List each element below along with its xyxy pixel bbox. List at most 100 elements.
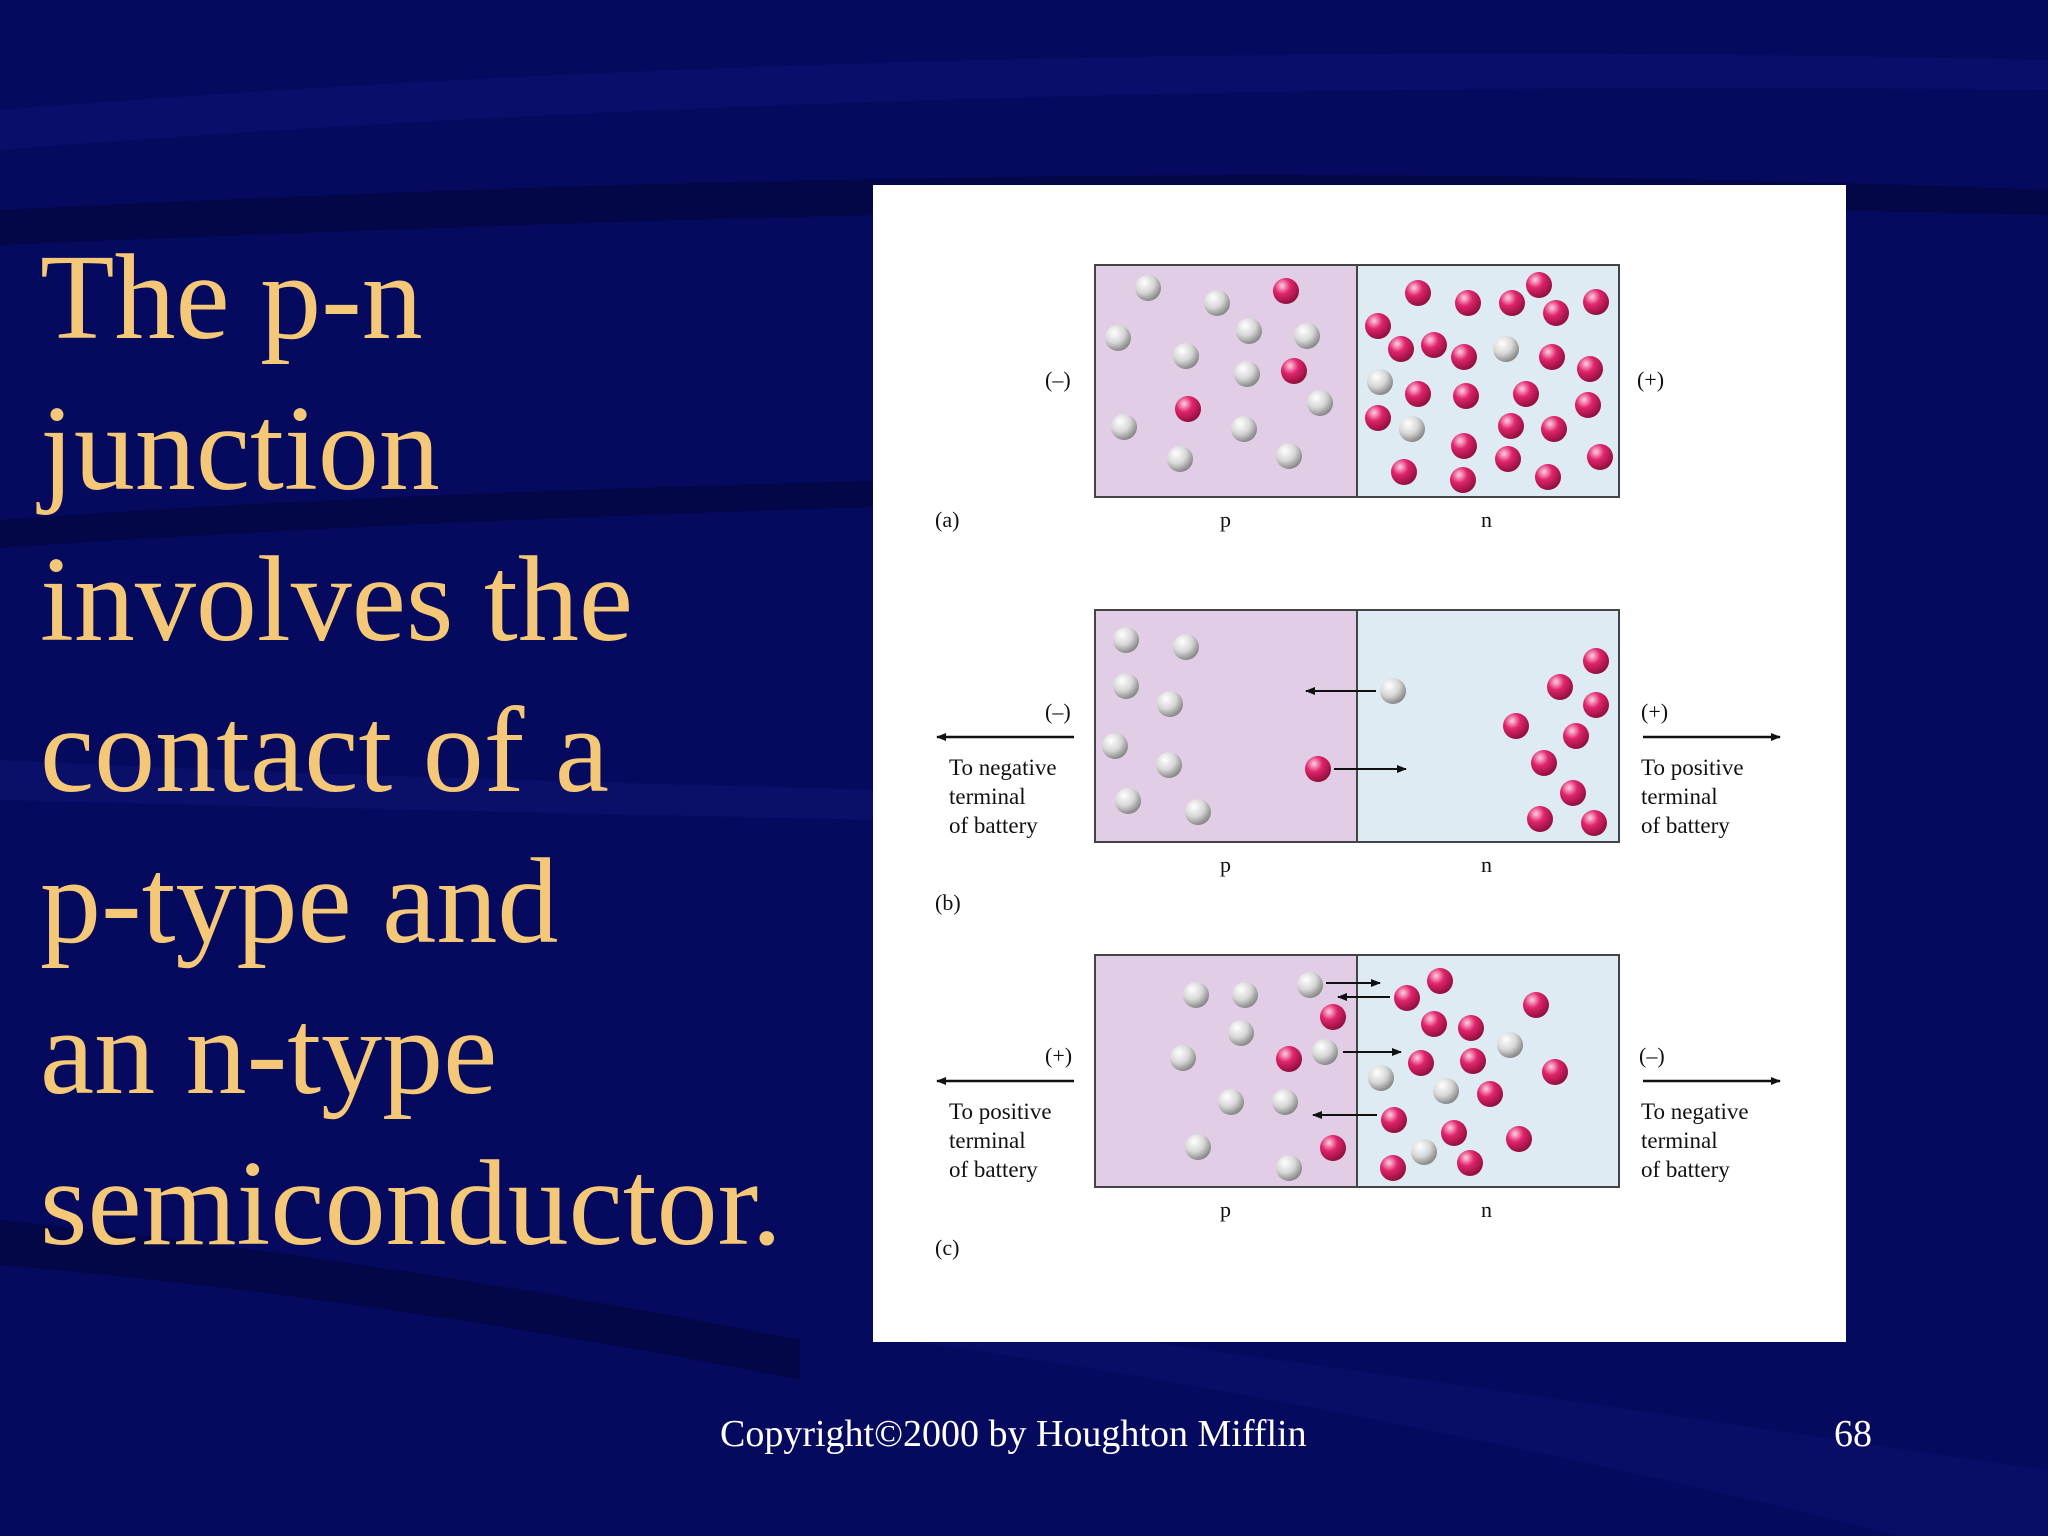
electron: [1541, 416, 1567, 442]
hole: [1218, 1089, 1244, 1115]
hole: [1156, 752, 1182, 778]
electron: [1394, 985, 1420, 1011]
hole: [1113, 627, 1139, 653]
n-region: [1357, 955, 1619, 1187]
electron: [1453, 383, 1479, 409]
p-label: p: [1220, 852, 1231, 877]
hole: [1185, 1134, 1211, 1160]
hole: [1115, 788, 1141, 814]
electron: [1457, 1150, 1483, 1176]
headline-line: p-type and: [40, 834, 559, 969]
electron: [1421, 332, 1447, 358]
electron: [1455, 290, 1481, 316]
headline-line: an n-type: [40, 985, 498, 1120]
electron: [1547, 674, 1573, 700]
electron: [1542, 1059, 1568, 1085]
headline-line: semiconductor.: [40, 1136, 783, 1271]
electron: [1583, 692, 1609, 718]
left-sign: (+): [1045, 1043, 1072, 1068]
panel-c: (+) (–) To positive terminal of battery …: [935, 954, 1781, 1260]
electron: [1458, 1015, 1484, 1041]
particles-b: [1102, 627, 1609, 836]
electron: [1276, 1046, 1302, 1072]
hole: [1170, 1045, 1196, 1071]
electron: [1388, 336, 1414, 362]
particles-c: [1170, 968, 1568, 1181]
hole: [1185, 799, 1211, 825]
electron: [1560, 780, 1586, 806]
hole: [1294, 323, 1320, 349]
electron: [1451, 344, 1477, 370]
electron: [1320, 1135, 1346, 1161]
electron: [1365, 313, 1391, 339]
electron: [1499, 290, 1525, 316]
n-label: n: [1481, 507, 1492, 532]
hole: [1276, 1155, 1302, 1181]
hole: [1157, 691, 1183, 717]
hole: [1307, 390, 1333, 416]
right-caption-line: terminal: [1641, 1128, 1718, 1153]
electron: [1320, 1004, 1346, 1030]
right-caption-line: of battery: [1641, 1157, 1730, 1182]
hole: [1236, 318, 1262, 344]
electron: [1175, 396, 1201, 422]
electron: [1391, 459, 1417, 485]
hole: [1232, 982, 1258, 1008]
electron: [1527, 806, 1553, 832]
electron: [1535, 464, 1561, 490]
left-caption-line: terminal: [949, 784, 1026, 809]
electron: [1513, 381, 1539, 407]
right-sign: (–): [1639, 1043, 1665, 1068]
electron: [1405, 381, 1431, 407]
electron: [1498, 413, 1524, 439]
panel-a: (–) (+) (a) p n: [935, 264, 1664, 532]
electron: [1427, 968, 1453, 994]
right-caption-line: terminal: [1641, 784, 1718, 809]
panel-label: (a): [935, 507, 959, 532]
hole: [1234, 361, 1260, 387]
hole: [1113, 673, 1139, 699]
electron: [1441, 1120, 1467, 1146]
electron: [1381, 1107, 1407, 1133]
electron: [1581, 810, 1607, 836]
electron: [1539, 344, 1565, 370]
hole: [1167, 446, 1193, 472]
electron: [1531, 750, 1557, 776]
hole: [1276, 443, 1302, 469]
hole: [1173, 634, 1199, 660]
electron: [1563, 723, 1589, 749]
pn-junction-diagram: (–) (+) (a) p n: [935, 264, 1781, 1260]
hole: [1231, 416, 1257, 442]
p-label: p: [1220, 507, 1231, 532]
electron: [1460, 1048, 1486, 1074]
hole: [1173, 343, 1199, 369]
left-caption-line: To negative: [949, 755, 1057, 780]
electron: [1477, 1081, 1503, 1107]
electron: [1526, 272, 1552, 298]
n-label: n: [1481, 1197, 1492, 1222]
headline-line: contact of a: [40, 683, 610, 818]
electron: [1380, 1155, 1406, 1181]
n-region: [1357, 265, 1619, 497]
copyright-text: Copyright©2000 by Houghton Mifflin: [720, 1413, 1307, 1455]
headline: The p-n junction involves the contact of…: [40, 222, 870, 1279]
right-caption-line: To negative: [1641, 1099, 1749, 1124]
hole: [1111, 414, 1137, 440]
electron: [1451, 433, 1477, 459]
panel-b: (–) (+) To negative terminal of battery …: [935, 609, 1781, 915]
left-caption-line: of battery: [949, 813, 1038, 838]
headline-line: involves the: [40, 532, 633, 667]
electron: [1506, 1126, 1532, 1152]
hole: [1102, 733, 1128, 759]
headline-line: junction: [40, 381, 440, 516]
hole: [1368, 1065, 1394, 1091]
hole: [1183, 982, 1209, 1008]
right-caption-line: of battery: [1641, 813, 1730, 838]
hole: [1433, 1078, 1459, 1104]
electron: [1583, 289, 1609, 315]
electron: [1408, 1050, 1434, 1076]
hole: [1228, 1020, 1254, 1046]
panel-label: (b): [935, 890, 961, 915]
hole: [1367, 369, 1393, 395]
electron: [1405, 280, 1431, 306]
